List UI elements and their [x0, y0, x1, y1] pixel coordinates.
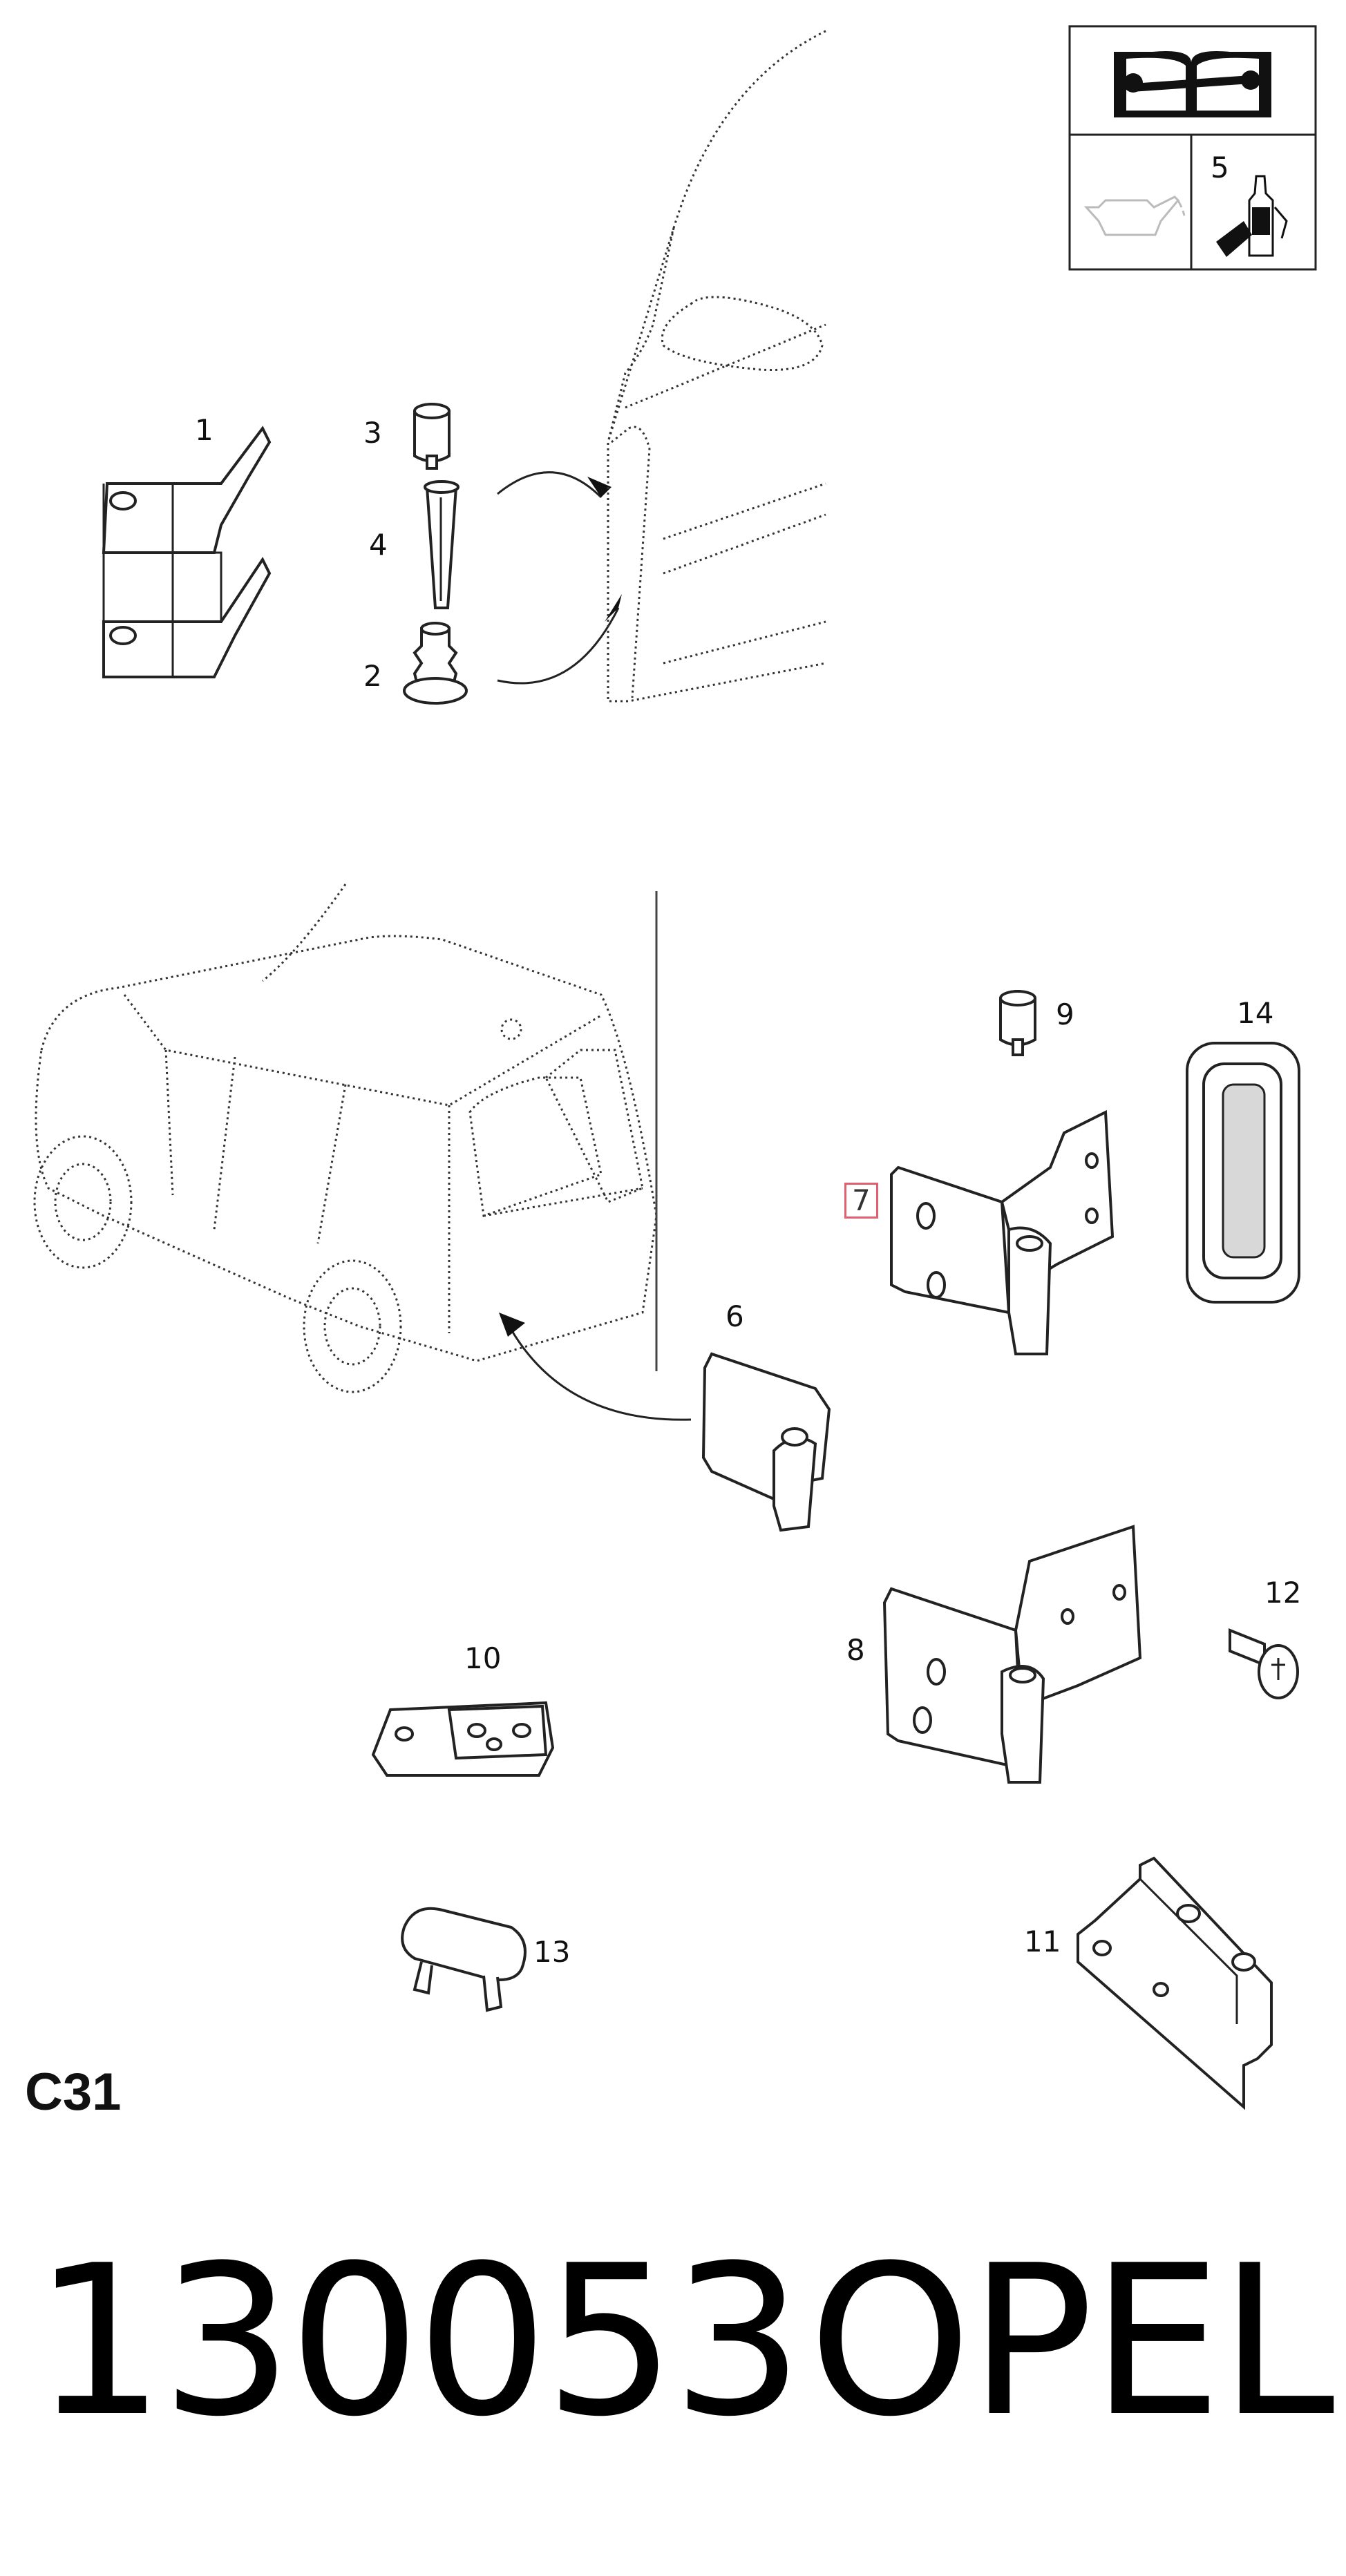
part-6-hinge-plate — [701, 1352, 831, 1532]
assembly-arrow-van — [499, 1313, 692, 1421]
callout-10: 10 — [464, 1641, 502, 1675]
callout-5: 5 — [1211, 151, 1229, 184]
brand-name: OPEL — [808, 2221, 1335, 2462]
section-code: C31 — [25, 2063, 122, 2121]
callout-6: 6 — [726, 1299, 744, 1333]
callout-14: 14 — [1237, 996, 1274, 1030]
part-1-bracket — [102, 426, 272, 678]
part-12-bolt — [1229, 1628, 1299, 1699]
oil-can-icon — [1083, 195, 1186, 236]
lubricant-bottle-icon — [1216, 175, 1288, 257]
callout-11: 11 — [1024, 1925, 1061, 1958]
part-7-hinge — [890, 1109, 1115, 1355]
part-4-pin — [424, 480, 459, 609]
van-illustration — [33, 884, 658, 1393]
callout-8: 8 — [846, 1633, 865, 1667]
part-11-plate — [1077, 1856, 1273, 2110]
part-10-striker — [371, 1701, 555, 1777]
callout-3: 3 — [363, 416, 382, 450]
callout-9: 9 — [1056, 998, 1074, 1031]
service-info-box — [1068, 25, 1317, 271]
callout-1: 1 — [195, 413, 214, 447]
callout-13: 13 — [533, 1935, 571, 1969]
callout-2: 2 — [363, 659, 382, 693]
part-9-bush — [999, 990, 1036, 1056]
callout-12: 12 — [1264, 1576, 1302, 1610]
part-14-cover — [1186, 1042, 1300, 1304]
callout-7[interactable]: 7 — [844, 1183, 878, 1219]
part-number: 130053 — [33, 2221, 804, 2462]
service-manual-icon — [1114, 51, 1271, 117]
part-13-cap — [401, 1907, 527, 2012]
callout-4: 4 — [369, 528, 388, 562]
part-3-cap — [413, 403, 451, 470]
assembly-arrows-top — [497, 471, 622, 685]
door-panel-illustration — [607, 30, 826, 703]
part-8-hinge — [882, 1525, 1142, 1784]
part-2-bushing — [403, 622, 468, 705]
